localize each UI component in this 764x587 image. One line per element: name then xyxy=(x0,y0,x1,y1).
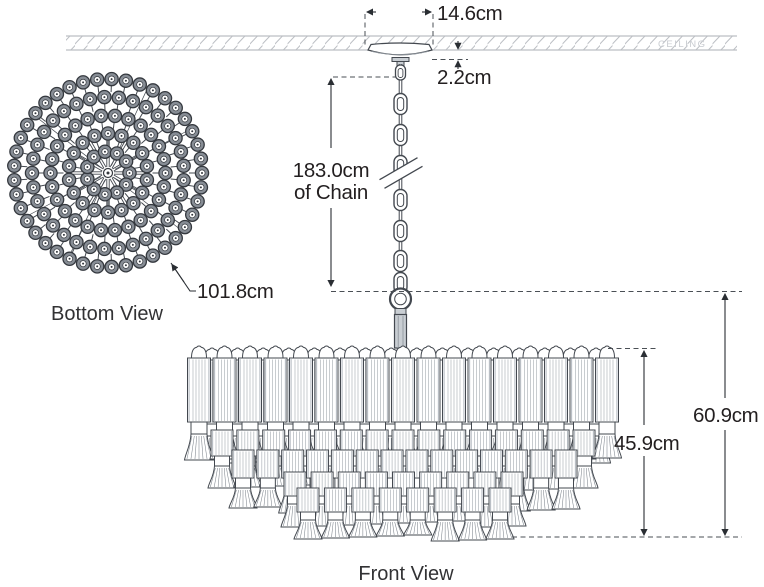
dim-overall-height: 60.9cm xyxy=(693,292,759,537)
glass-tube xyxy=(485,487,515,540)
chain-link xyxy=(393,92,408,116)
glass-tube xyxy=(293,487,323,540)
bottom-view-drawing xyxy=(7,71,210,275)
front-view-fixture xyxy=(183,345,623,542)
dim-canopy-height: 2.2cm xyxy=(432,41,492,89)
dim-diameter: 101.8cm xyxy=(170,262,274,303)
glass-tube xyxy=(228,449,258,509)
glass-tube-tiers xyxy=(183,345,623,542)
diameter-label: 101.8cm xyxy=(197,280,274,303)
canopy-width-label: 14.6cm xyxy=(437,2,502,25)
glass-tube xyxy=(403,487,433,536)
chain-link xyxy=(393,249,408,273)
glass-tube xyxy=(183,345,215,461)
glass-tube xyxy=(551,449,581,510)
front-view-caption: Front View xyxy=(358,563,454,585)
chain-link xyxy=(393,123,408,147)
hanger-loop-and-stem xyxy=(388,287,413,349)
chain-link xyxy=(393,188,408,212)
glass-tube xyxy=(253,449,283,508)
glass-tube xyxy=(207,429,237,489)
ceiling-canopy xyxy=(367,42,433,67)
bottom-view-caption: Bottom View xyxy=(51,303,163,325)
body-height-label: 45.9cm xyxy=(614,432,679,455)
glass-tube xyxy=(375,487,405,537)
overall-height-label: 60.9cm xyxy=(693,404,758,427)
ceiling-label: CEILING xyxy=(658,39,707,50)
dim-body-height: 45.9cm xyxy=(614,349,680,537)
glass-tube xyxy=(348,487,378,538)
chain-length-label-line1: 183.0cm xyxy=(293,159,370,182)
glass-tube xyxy=(526,449,556,511)
chain-length-label-line2: of Chain xyxy=(294,181,368,204)
canopy-height-label: 2.2cm xyxy=(437,66,491,89)
glass-tube xyxy=(430,487,460,542)
dim-chain-length: 183.0cm of Chain xyxy=(293,76,396,288)
chain-break-mark xyxy=(379,157,423,189)
canopy-extension-lines xyxy=(364,14,434,47)
glass-tube xyxy=(457,487,488,541)
dimension-annotations: 14.6cm 2.2cm 183.0cm of Chain 45.9cm xyxy=(170,2,759,538)
glass-tube xyxy=(320,487,351,539)
dim-canopy-width: 14.6cm xyxy=(365,2,503,25)
chain-link xyxy=(393,219,408,243)
